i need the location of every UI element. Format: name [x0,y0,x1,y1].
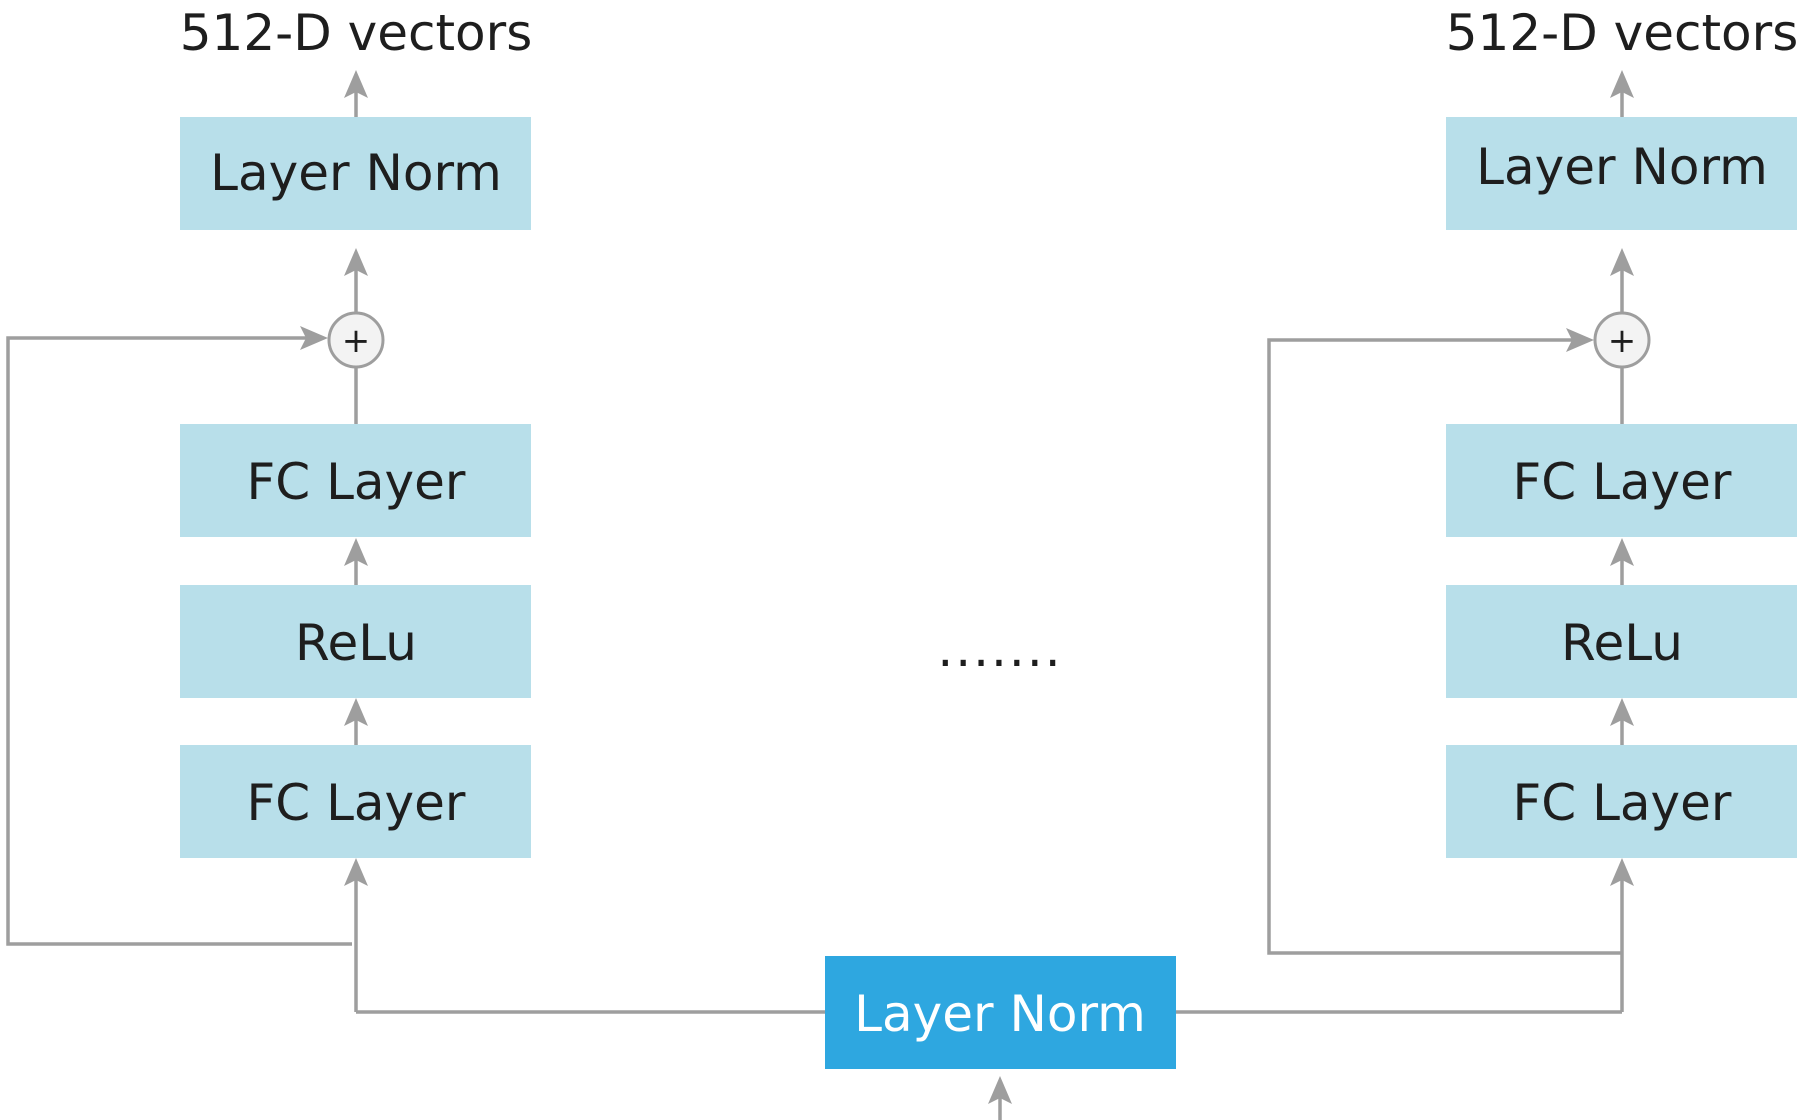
right-relu-label: ReLu [1561,614,1683,672]
right-relu-arrowhead [1610,698,1634,726]
left-branch: 512-D vectors Layer Norm + FC Layer ReLu… [6,4,533,1012]
right-norm-arrowhead [1610,248,1634,276]
left-norm-arrowhead [344,248,368,276]
left-residual-arrowhead [300,326,328,350]
right-output-label: 512-D vectors [1446,4,1799,62]
right-relu-block [1446,585,1797,698]
input-layer-norm-label: Layer Norm [854,985,1146,1043]
left-fc-bottom-block [180,745,531,858]
left-layer-norm-block [180,117,531,230]
input-layer-norm-block [825,956,1176,1069]
left-fc-top-label: FC Layer [247,453,466,511]
right-fc-top-arrowhead [1610,538,1634,566]
left-relu-arrowhead [344,698,368,726]
right-output-arrowhead [1610,70,1634,98]
right-layer-norm-block [1446,117,1797,230]
left-layer-norm-label: Layer Norm [210,144,502,202]
left-relu-block [180,585,531,698]
left-residual-connector [6,336,352,946]
right-adder-node [1593,311,1651,369]
right-fc-bottom-block [1446,745,1797,858]
right-fc-top-label: FC Layer [1513,453,1732,511]
left-fc-top-block [180,424,531,537]
right-fc-top-block [1446,424,1797,537]
left-relu-label: ReLu [295,614,417,672]
left-adder-node [327,311,385,369]
right-branch: 512-D vectors Layer Norm + FC Layer ReLu… [1267,4,1799,1012]
right-fc-bottom-arrowhead [1610,858,1634,886]
right-fc-bottom-label: FC Layer [1513,774,1732,832]
left-output-arrowhead [344,70,368,98]
right-residual-arrowhead [1566,328,1594,352]
input-arrowhead [988,1076,1012,1104]
left-adder-symbol: + [342,321,371,361]
input-section: Layer Norm [356,956,1622,1120]
left-fc-bottom-label: FC Layer [247,774,466,832]
left-fc-bottom-arrowhead [344,858,368,886]
repeat-ellipsis: ....... [937,620,1062,678]
right-adder-symbol: + [1608,321,1637,361]
left-fc-top-arrowhead [344,538,368,566]
right-layer-norm-label: Layer Norm [1476,138,1768,196]
left-output-label: 512-D vectors [180,4,533,62]
right-residual-connector [1267,338,1622,955]
